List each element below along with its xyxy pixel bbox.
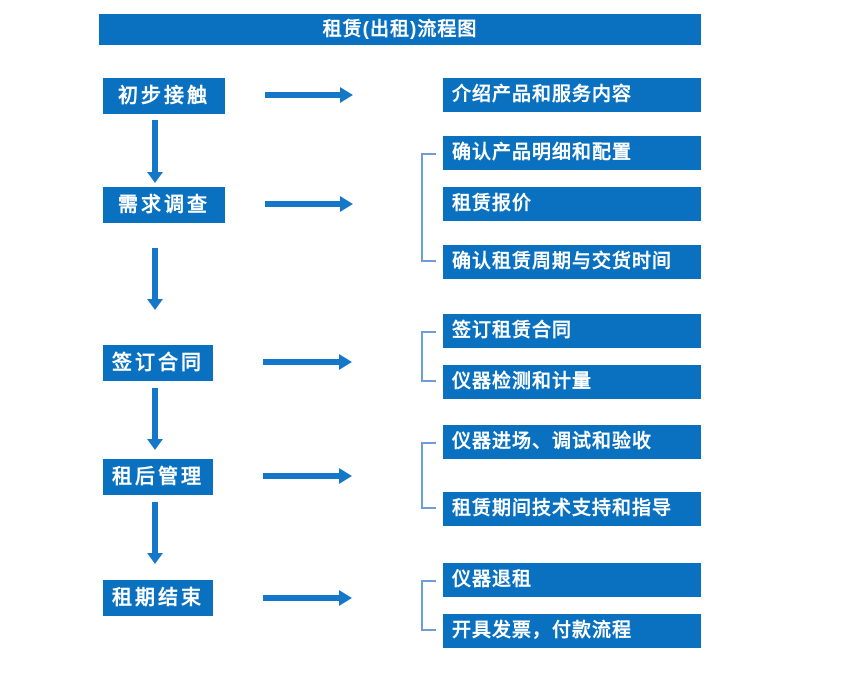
output-box: 签订租赁合同 bbox=[443, 314, 701, 348]
page-title: 租赁(出租)流程图 bbox=[322, 19, 478, 40]
output-box: 介绍产品和服务内容 bbox=[443, 78, 701, 112]
output-box: 确认租赁周期与交货时间 bbox=[443, 245, 701, 279]
group-bracket bbox=[421, 442, 436, 509]
output-box: 仪器退租 bbox=[443, 563, 701, 597]
step-box-demand-survey: 需求调查 bbox=[103, 187, 225, 223]
arrow-down-icon bbox=[147, 248, 163, 310]
arrow-right-icon bbox=[263, 590, 352, 606]
group-bracket bbox=[421, 580, 436, 631]
step-box-initial-contact: 初步接触 bbox=[103, 78, 225, 114]
arrow-right-icon bbox=[263, 354, 352, 370]
step-box-sign-contract: 签订合同 bbox=[103, 345, 213, 381]
arrow-right-icon bbox=[263, 468, 352, 484]
arrow-right-icon bbox=[265, 87, 353, 103]
output-box: 开具发票，付款流程 bbox=[443, 614, 701, 648]
output-box: 仪器进场、调试和验收 bbox=[443, 425, 701, 459]
arrow-down-icon bbox=[147, 120, 163, 183]
step-box-lease-end: 租期结束 bbox=[103, 580, 213, 616]
output-box: 仪器检测和计量 bbox=[443, 365, 701, 399]
group-bracket bbox=[421, 153, 436, 262]
title-bar: 租赁(出租)流程图 bbox=[99, 14, 701, 45]
arrow-down-icon bbox=[147, 388, 163, 450]
arrow-right-icon bbox=[265, 196, 353, 212]
step-box-post-rental: 租后管理 bbox=[103, 459, 213, 495]
group-bracket bbox=[421, 331, 436, 382]
arrow-down-icon bbox=[147, 502, 163, 564]
output-box: 确认产品明细和配置 bbox=[443, 136, 701, 170]
output-box: 租赁期间技术支持和指导 bbox=[443, 492, 701, 526]
output-box: 租赁报价 bbox=[443, 187, 701, 221]
